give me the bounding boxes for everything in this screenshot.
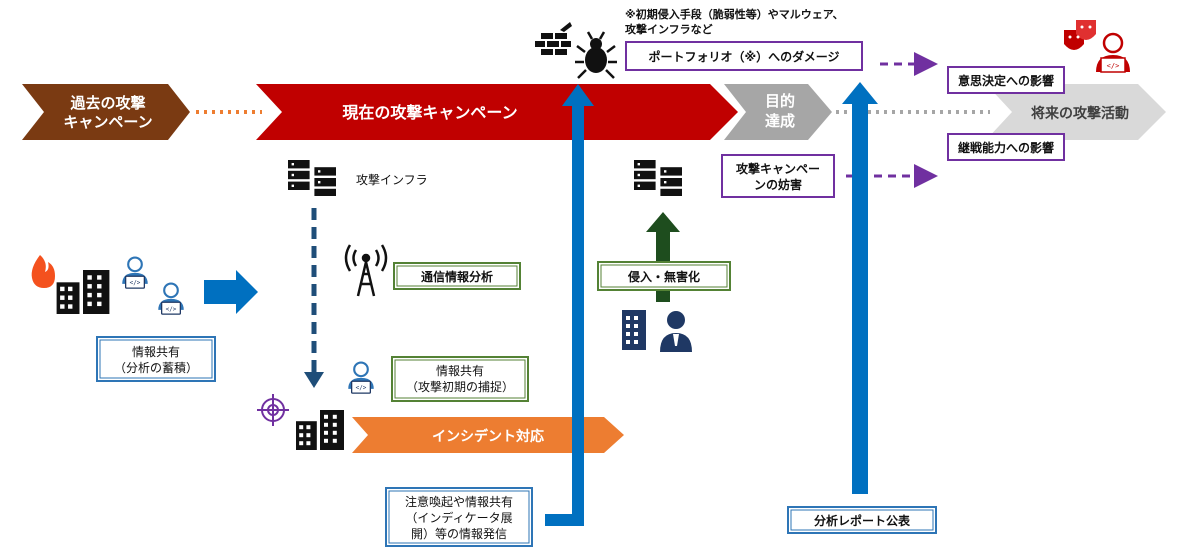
info-share-accum-line2: （分析の蓄積）	[114, 360, 198, 375]
current-campaign-label: 現在の攻撃キャンペーン	[342, 103, 517, 122]
analyst-icon	[121, 256, 149, 290]
intrusion-label: 侵入・無害化	[627, 269, 700, 284]
report-publish-box	[787, 506, 937, 534]
continuity-impact-label: 継戦能力への影響	[958, 140, 1054, 155]
goal-arrow	[724, 84, 832, 140]
analyst-icon-3	[347, 361, 375, 395]
future-activity-label: 将来の攻撃活動	[1031, 105, 1129, 122]
past-campaign-label-2: キャンペーン	[63, 113, 152, 131]
report-up-arrow	[842, 82, 878, 494]
goal-label-1: 目的	[765, 92, 795, 110]
note-line1: ※初期侵入手段（脆弱性等）やマルウェア、	[625, 7, 844, 21]
businessman-icon	[660, 311, 692, 352]
past-campaign-label-1: 過去の攻撃	[69, 94, 145, 112]
alert-share-box	[385, 487, 533, 547]
info-share-capture-line1: 情報共有	[436, 364, 484, 378]
analyst-icon-2	[157, 282, 185, 316]
portfolio-damage-label: ポートフォリオ（※）へのダメージ	[648, 49, 839, 64]
office-building-icon	[622, 310, 646, 350]
infra-down-arrowhead	[304, 372, 324, 388]
share-right-arrow	[204, 270, 258, 314]
comm-analysis-label: 通信情報分析	[421, 269, 493, 284]
continuity-impact-box	[947, 133, 1065, 161]
decision-impact-label: 意思決定への影響	[958, 73, 1054, 88]
campaign-hinder-line2: ンの妨害	[754, 177, 802, 192]
building-icon	[56, 270, 110, 314]
firewall-icon	[535, 22, 572, 55]
alert-share-line1: 注意喚起や情報共有	[405, 494, 513, 509]
decision-impact-box	[947, 66, 1065, 94]
comm-analysis-box	[393, 262, 521, 290]
server-icon-2	[634, 160, 682, 196]
intrusion-box	[597, 261, 731, 291]
incident-response-label: インシデント対応	[432, 428, 544, 445]
radio-tower-icon	[344, 244, 388, 297]
campaign-hinder-line1: 攻撃キャンペー	[736, 161, 820, 176]
report-publish-label: 分析レポート公表	[814, 513, 911, 528]
portfolio-damage-box	[625, 41, 863, 71]
alert-share-line2: （インディケータ展	[405, 510, 512, 525]
goal-label-2: 達成	[765, 112, 795, 130]
alert-share-line3: 開）等の情報発信	[411, 527, 507, 541]
server-icon	[288, 160, 336, 196]
alert-share-up-arrow	[545, 84, 594, 526]
hacker-icon: </>	[1096, 32, 1130, 73]
theater-masks-icon	[1064, 20, 1096, 50]
building-icon-2	[296, 410, 344, 450]
info-share-capture-box	[391, 356, 529, 402]
attack-infra-label: 攻撃インフラ	[356, 172, 428, 187]
future-activity-arrow	[986, 84, 1166, 140]
svg-text:</>: </>	[1107, 62, 1120, 70]
incident-response-arrow	[352, 417, 624, 453]
info-share-accum-box	[96, 336, 216, 382]
current-campaign-arrow	[256, 84, 738, 140]
note-line2: 攻撃インフラなど	[625, 22, 713, 36]
bug-icon	[575, 31, 617, 79]
info-share-accum-line1: 情報共有	[132, 345, 180, 359]
past-campaign-arrow	[22, 84, 190, 140]
info-share-capture-line2: （攻撃初期の捕捉）	[406, 379, 514, 394]
intrusion-up-arrow	[646, 212, 680, 302]
target-icon	[257, 394, 289, 426]
campaign-hinder-box	[721, 154, 835, 198]
fire-icon	[31, 255, 55, 288]
